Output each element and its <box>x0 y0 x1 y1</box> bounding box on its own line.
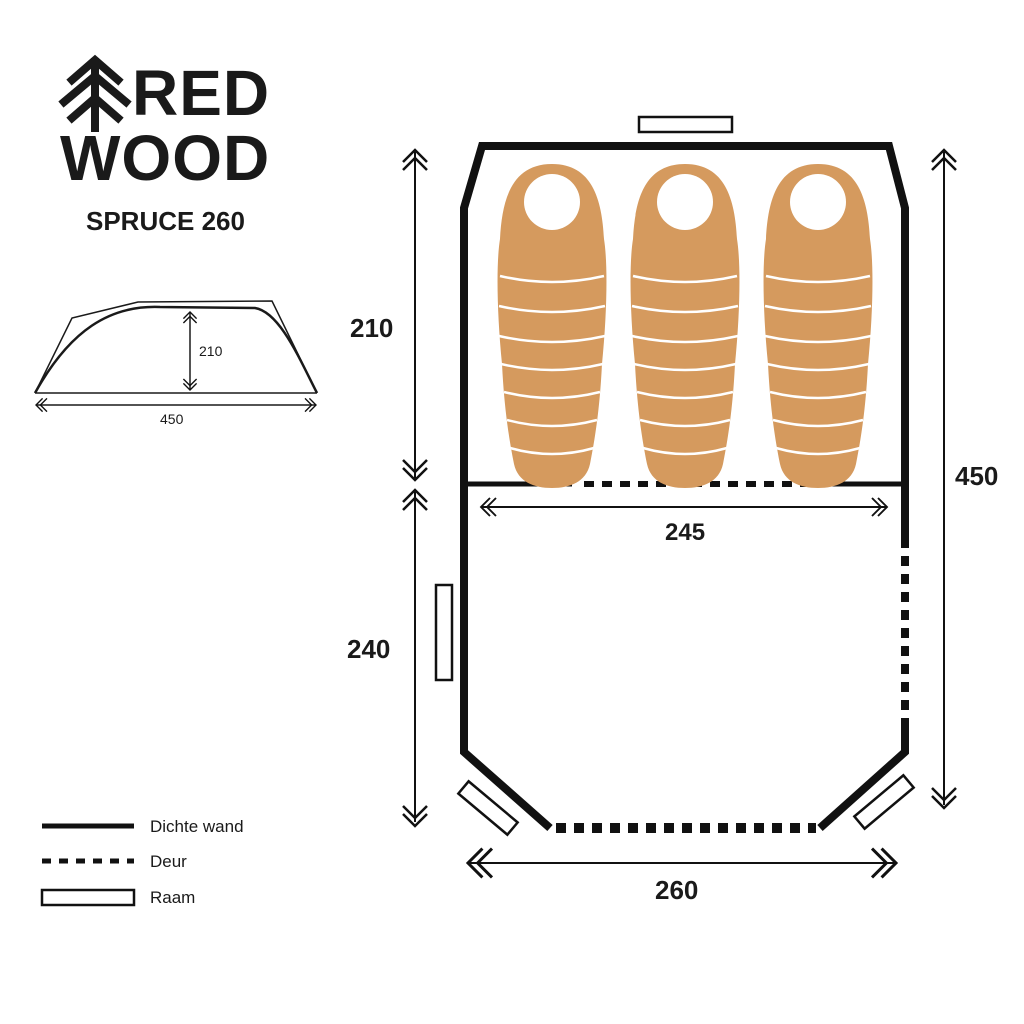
wall-right-lower <box>817 718 909 831</box>
sleeping-bag-icon <box>762 162 874 490</box>
brand-logo: RED WOOD SPRUCE 260 <box>58 54 270 236</box>
svg-text:245: 245 <box>665 519 705 546</box>
side-height-label: 210 <box>199 343 223 359</box>
sleeping-bag-icon <box>496 162 608 490</box>
window-rect-icon <box>40 888 136 907</box>
wall-left-lower <box>460 485 553 831</box>
svg-text:210: 210 <box>350 313 393 343</box>
dim-bedroom-length: 210 <box>350 148 429 482</box>
dim-total-width: 260 <box>466 847 898 905</box>
window-front-left <box>456 779 520 837</box>
window-left <box>434 583 454 682</box>
dim-total-length: 450 <box>930 148 998 810</box>
pine-tree-icon <box>58 54 132 132</box>
side-view: 210 450 <box>33 300 319 427</box>
floor-plan: 210 240 450 245 260 <box>347 115 998 905</box>
side-length-label: 450 <box>160 411 184 427</box>
brand-line1: RED <box>132 57 270 129</box>
svg-text:240: 240 <box>347 634 390 664</box>
window-front-right <box>852 773 916 831</box>
wall-top <box>460 142 909 548</box>
dim-bedroom-width: 245 <box>480 497 888 546</box>
svg-text:450: 450 <box>955 461 998 491</box>
dim-living-length: 240 <box>347 488 429 828</box>
legend-label: Raam <box>150 888 195 907</box>
legend-label: Deur <box>150 852 187 871</box>
product-name: SPRUCE 260 <box>86 206 245 236</box>
svg-text:260: 260 <box>655 875 698 905</box>
brand-line2: WOOD <box>60 122 270 194</box>
sleeping-bag-icon <box>629 162 741 490</box>
window-top <box>637 115 734 134</box>
legend: Dichte wand Deur Raam <box>40 817 244 907</box>
legend-label: Dichte wand <box>150 817 244 836</box>
